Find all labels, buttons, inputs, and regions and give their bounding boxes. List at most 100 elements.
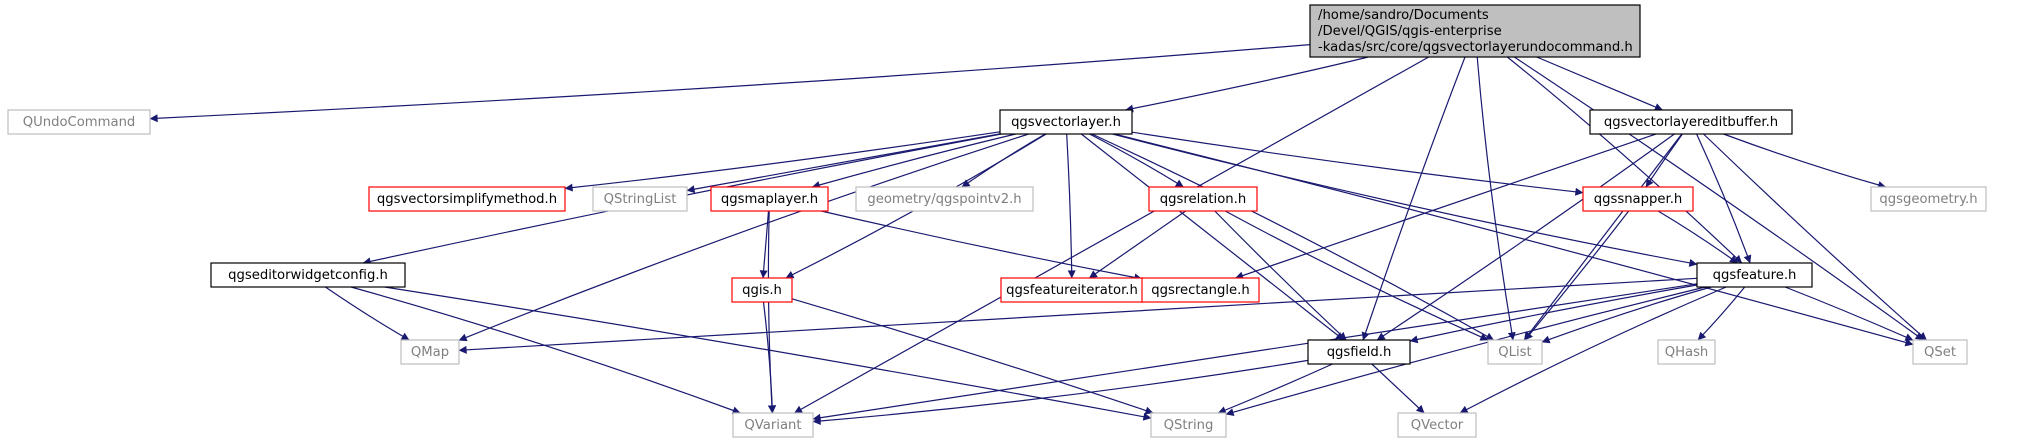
node-box-qgsvectorlayer [999,109,1133,135]
node-label-qgsvectorlayereditbuffer: qgsvectorlayereditbuffer.h [1604,115,1778,130]
node-label-qgsfield: qgsfield.h [1327,345,1392,360]
node-label-qhash: QHash [1665,345,1709,360]
node-label-qgssnapper: qgssnapper.h [1594,192,1683,207]
node-qgsfield[interactable]: qgsfield.h [1307,339,1411,365]
node-qgsvectorlayer[interactable]: qgsvectorlayer.h [999,109,1133,135]
edge-qgsfeature-to-qmap [458,277,1698,354]
node-box-qgsgeometry [1870,186,1987,212]
node-label-qundocommand: QUndoCommand [23,115,136,130]
edge-root-to-qlist [1476,56,1516,341]
edge-qgsvectorlayereditbuffer-to-qgssnapper [1645,133,1683,188]
node-box-qgis [731,277,793,303]
node-box-qgsfeatureiterator [1000,277,1144,303]
node-qgseditorwidgetconfig[interactable]: qgseditorwidgetconfig.h [210,262,406,288]
node-label-qgsvectorlayer: qgsvectorlayer.h [1011,115,1121,130]
node-qgsrelation[interactable]: qgsrelation.h [1148,186,1258,212]
node-label-root: /home/sandro/Documents [1318,8,1489,23]
node-label-qgsfeatureiterator: qgsfeatureiterator.h [1006,283,1138,298]
node-box-qset [1912,339,1968,365]
node-qgsrectangle[interactable]: qgsrectangle.h [1141,277,1260,303]
node-box-qgsrectangle [1141,277,1260,303]
edge-qgsvectorlayereditbuffer-to-qgsfield [1376,133,1675,341]
edge-qgsvectorlayereditbuffer-to-qlist [1523,133,1683,341]
edge-root-to-qvariant [794,56,1429,414]
edge-qgsvectorlayer-to-qgsfeatureiterator [1066,133,1076,279]
node-label-qgis: qgis.h [742,283,782,298]
edge-qgsfield-to-qvector [1371,363,1425,414]
edge-qgsvectorlayer-to-qgsmaplayer [811,133,1016,189]
node-label-qmap: QMap [411,345,449,360]
edge-root-to-qgsfeature [1506,56,1743,264]
node-box-qvector [1397,412,1477,438]
node-qgsvectorsimplifymethod[interactable]: qgsvectorsimplifymethod.h [368,186,566,212]
node-qgsvectorlayereditbuffer[interactable]: qgsvectorlayereditbuffer.h [1589,109,1793,135]
edge-qgsrelation-to-qlist [1224,210,1489,341]
edge-qgsvectorlayer-to-qmap [458,133,1029,342]
node-box-qgsfeature [1696,262,1813,288]
edge-qgsvectorlayer-to-qset [1114,133,1914,347]
edge-qgsmaplayer-to-qgis [759,210,770,279]
node-qgssnapper[interactable]: qgssnapper.h [1582,186,1694,212]
node-box-qgsrelation [1148,186,1258,212]
edge-qgseditorwidgetconfig-to-qmap [325,286,410,341]
node-qgsfeatureiterator[interactable]: qgsfeatureiterator.h [1000,277,1144,303]
edge-root-to-qset [1513,56,1924,341]
edge-qgsvectorlayer-to-qgssnapper [1131,131,1584,196]
edge-qgsfield-to-qstring [1217,363,1333,414]
edge-root-to-qundocommand [149,44,1311,123]
node-label-qgsmaplayer: qgsmaplayer.h [721,192,818,207]
edge-qgsfeature-to-qhash [1697,286,1746,341]
node-qlist: QList [1487,339,1543,365]
node-qgsgeometry: qgsgeometry.h [1870,186,1987,212]
edge-qgis-to-qvariant [762,301,777,414]
edge-qgsvectorlayereditbuffer-to-qgsfeature [1696,133,1752,264]
node-box-qgsvectorsimplifymethod [368,186,566,212]
node-box-qstring [1150,412,1227,438]
edge-qgsrelation-to-qgsfield [1214,210,1347,341]
edge-qgsfeature-to-qstring [1225,286,1706,417]
edge-qgssnapper-to-qgsfeature [1657,210,1738,264]
edge-qgsvectorlayer-to-qgsrelation [1089,133,1184,188]
node-label-qlist: QList [1498,345,1531,360]
edge-qgsfeature-to-qgsfield [1409,284,1698,344]
node-box-root [1309,4,1641,58]
edge-qgsrelation-to-qgsfeatureiterator [1088,210,1187,279]
node-label-qgspointv2: geometry/qgspointv2.h [867,192,1021,207]
node-label-qgsvectorsimplifymethod: qgsvectorsimplifymethod.h [377,192,557,207]
edge-qgsvectorlayereditbuffer-to-qgsrectangle [1235,133,1657,280]
dependency-edges [149,44,1927,425]
edge-qgis-to-qstring [791,298,1154,415]
edge-qgssnapper-to-qlist [1524,210,1630,341]
edge-root-to-qgsfield [1361,56,1466,341]
node-qstringlist: QStringList [592,186,688,212]
node-label-root: /Devel/QGIS/qgis-enterprise [1318,24,1502,39]
edge-qgsfield-to-qvariant [812,359,1309,425]
node-label-qgsrelation: qgsrelation.h [1160,192,1246,207]
node-qgsmaplayer[interactable]: qgsmaplayer.h [710,186,829,212]
edge-qgsvectorlayereditbuffer-to-qset [1703,133,1927,341]
node-label-qgsgeometry: qgsgeometry.h [1879,192,1977,207]
node-box-qgssnapper [1582,186,1694,212]
edge-qgseditorwidgetconfig-to-qstring [384,286,1152,421]
node-qmap: QMap [400,339,460,365]
node-qgsfeature[interactable]: qgsfeature.h [1696,262,1813,288]
node-qhash: QHash [1657,339,1716,365]
node-box-qhash [1657,339,1716,365]
node-root[interactable]: /home/sandro/Documents/Devel/QGIS/qgis-e… [1309,4,1641,58]
node-qset: QSet [1912,339,1968,365]
edge-qgsvectorlayereditbuffer-to-qgsgeometry [1723,133,1887,189]
node-box-qgsfield [1307,339,1411,365]
node-label-qgsfeature: qgsfeature.h [1713,268,1797,283]
node-box-qstringlist [592,186,688,212]
node-label-qvector: QVector [1411,418,1464,433]
node-label-qgseditorwidgetconfig: qgseditorwidgetconfig.h [228,268,388,283]
node-box-qundocommand [7,109,151,135]
node-box-qgspointv2 [855,186,1034,212]
node-label-root: -kadas/src/core/qgsvectorlayerundocomman… [1318,40,1633,55]
node-label-qset: QSet [1924,345,1956,360]
edge-qgsvectorlayer-to-qgspointv2 [961,133,1046,188]
node-qgis[interactable]: qgis.h [731,277,793,303]
node-box-qvariant [732,412,814,438]
edge-qgsfeature-to-qvariant [812,283,1698,422]
